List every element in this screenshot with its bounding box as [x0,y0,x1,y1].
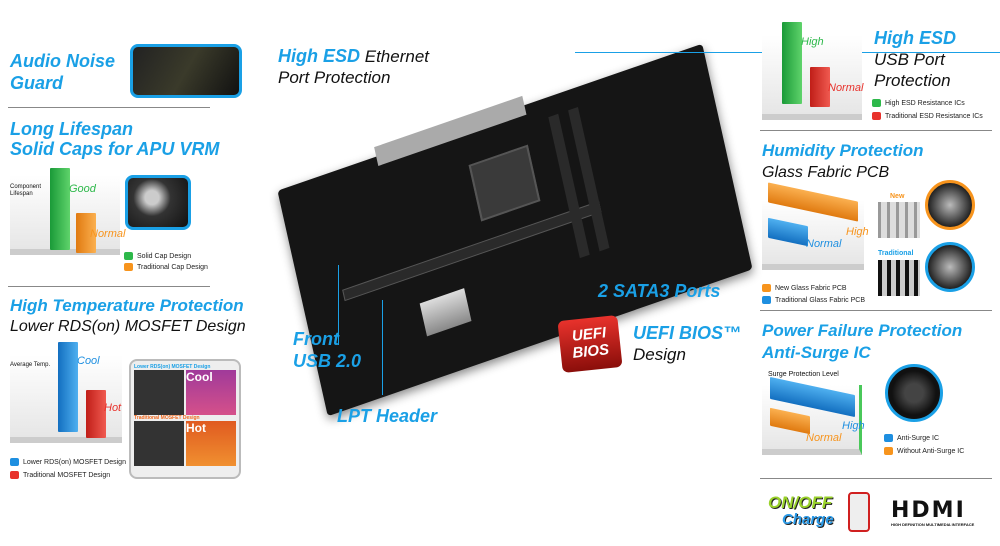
audio-title-1: Audio Noise [10,51,116,71]
legend-label: Lower RDS(on) MOSFET Design [23,458,126,466]
divider [760,130,992,131]
bar-high-label: High [846,226,869,238]
bar-hot [86,390,106,438]
legend-swatch [124,252,133,260]
pointer-line [338,265,339,345]
legend-label: Anti-Surge IC [897,434,940,442]
power-title-2: Anti-Surge IC [762,343,871,362]
legend-label: Solid Cap Design [137,252,192,260]
mosfet-thermal-panel: Lower RDS(on) MOSFET Design Cool Traditi… [129,359,241,479]
legend-swatch [762,296,771,304]
on-off-charge-logo: ON/OFF Charge [768,494,834,528]
bar-normal-label: Normal [806,432,842,444]
panel-top-label: Lower RDS(on) MOSFET Design [134,364,211,370]
caps-title-2: Solid Caps for APU VRM [10,139,220,159]
legend-label: Traditional ESD Resistance ICs [885,112,983,120]
anti-surge-ic-photo [885,364,943,422]
audio-photo [130,44,242,98]
bar-normal [810,67,830,107]
caps-title-1: Long Lifespan [10,119,133,139]
bar-cool-label: Cool [77,355,100,367]
sata-label: 2 SATA3 Ports [598,281,721,301]
ethernet-line2: Port Protection [278,68,391,87]
legend-swatch [872,112,881,120]
onoff-text: ON/OFF [768,493,833,512]
uefi-bios-logo: UEFI BIOS [557,315,623,373]
pointer-line [382,300,383,395]
bar-high-label: High [842,420,865,432]
new-fabric-image [878,202,920,238]
legend-swatch [10,471,19,479]
uefi-hl: UEFI BIOS™ [633,323,742,343]
trad-fabric-zoom [925,242,975,292]
bar-hot-label: Hot [104,402,122,414]
bar-high [782,22,802,104]
bar-high-label: High [801,36,824,48]
label-new: New [890,193,905,200]
front-usb-line1: Front [293,329,339,349]
usb-line2: USB Port [874,50,945,69]
legend-swatch [10,458,19,466]
legend-swatch [762,284,771,292]
power-axis: Surge Protection Level [768,371,839,378]
hdmi-sub: HIGH DEFINITION MULTIMEDIA INTERFACE [891,522,975,527]
caps-axis-2: Lifespan [10,191,33,197]
legend-swatch [124,263,133,271]
bar-normal-label: Normal [90,228,126,240]
trad-fabric-image [878,260,920,296]
divider [760,310,992,311]
hdmi-text: HDMI [891,498,966,523]
panel-hot: Hot [186,421,236,466]
uefi-callout: UEFI BIOS™ Design [633,322,741,365]
cpu-socket [468,144,541,222]
bar-normal-label: Normal [828,82,864,94]
bar-good [50,168,70,250]
usb-charge-icon [848,492,870,532]
mosfet-subtitle: Lower RDS(on) MOSFET Design [10,318,246,335]
legend-label: High ESD Resistance ICs [885,99,965,107]
bar-good-label: Good [69,183,96,195]
audio-title-2: Guard [10,73,64,93]
legend-label: New Glass Fabric PCB [775,284,847,292]
legend-label: Traditional Glass Fabric PCB [775,296,865,304]
legend-swatch [884,434,893,442]
ethernet-rest: Ethernet [364,47,430,66]
bar-cool [58,342,78,432]
divider [8,286,210,287]
caps-axis-1: Component [10,184,42,190]
legend-label: Without Anti-Surge IC [897,447,965,455]
legend-label: Traditional MOSFET Design [23,471,111,479]
new-fabric-zoom [925,180,975,230]
usb-hl: High ESD [874,28,957,48]
divider [760,478,992,479]
panel-bottom-label: Traditional MOSFET Design [134,415,200,421]
uefi-line2: Design [633,345,686,364]
ethernet-hl: High ESD [278,46,361,66]
lpt-header-label: LPT Header [337,406,438,426]
caps-photo [125,175,191,230]
pcie-slot [342,200,602,302]
bar-normal [76,213,96,253]
usb-line3: Protection [874,71,951,90]
front-usb-callout: Front USB 2.0 [293,328,361,372]
hdmi-logo: HDMI HIGH DEFINITION MULTIMEDIA INTERFAC… [891,498,975,528]
divider [8,107,210,108]
legend-swatch [884,447,893,455]
power-title-1: Power Failure Protection [762,321,963,340]
bar-normal-label: Normal [806,238,842,250]
mosfet-title: High Temperature Protection [10,296,244,315]
humidity-title: Humidity Protection [762,141,924,160]
charge-text: Charge [782,511,834,528]
panel-cool: Cool [186,370,236,415]
front-usb-line2: USB 2.0 [293,351,362,371]
mosfet-axis: Average Temp. [10,362,51,368]
label-traditional: Traditional [878,250,914,257]
legend-label: Traditional Cap Design [137,263,208,271]
heatsink [419,288,472,337]
legend-swatch [872,99,881,107]
humidity-subtitle: Glass Fabric PCB [762,164,890,181]
ethernet-callout: High ESD Ethernet Port Protection [278,45,429,88]
